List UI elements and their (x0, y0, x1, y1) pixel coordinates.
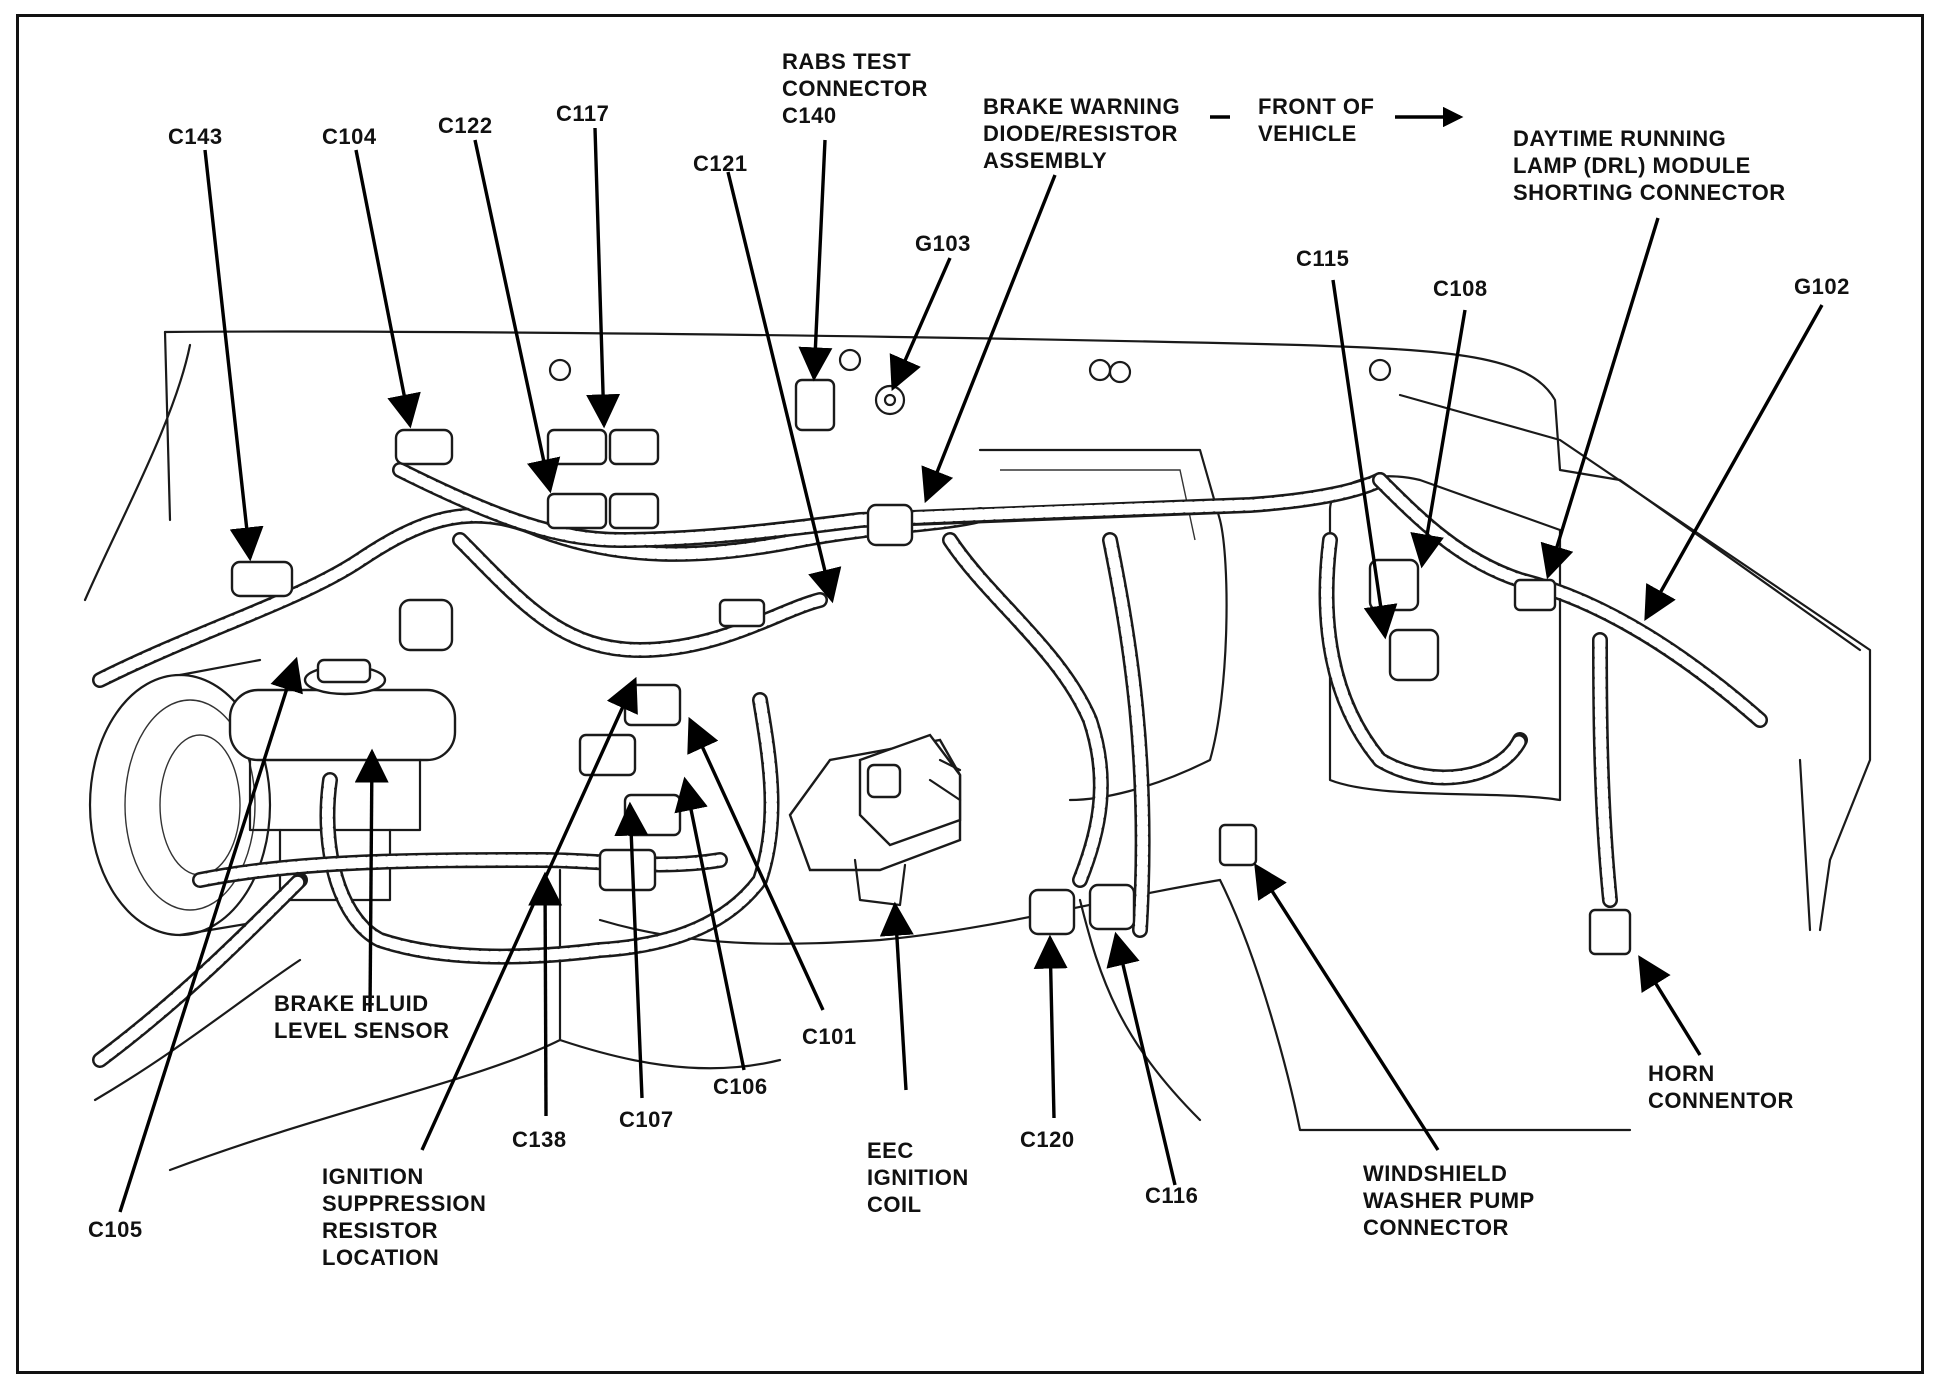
label-c105: C105 (88, 1217, 143, 1242)
callout-pointers (118, 106, 1824, 1213)
label-c121: C121 (693, 151, 748, 176)
label-front-of-vehicle: FRONT OF VEHICLE (1258, 94, 1375, 146)
label-rabs-test-connector: RABS TEST CONNECTOR C140 (782, 49, 928, 128)
label-c104: C104 (322, 124, 377, 149)
label-c116: C116 (1145, 1183, 1199, 1208)
label-c101: C101 (802, 1024, 857, 1049)
label-c143: C143 (168, 124, 223, 149)
label-windshield-washer-pump-connector: WINDSHIELD WASHER PUMP CONNECTOR (1363, 1161, 1535, 1240)
label-brake-fluid-level-sensor: BRAKE FLUID LEVEL SENSOR (274, 991, 450, 1043)
label-c138: C138 (512, 1127, 567, 1152)
label-eec-ignition-coil: EEC IGNITION COIL (867, 1138, 969, 1217)
label-c106: C106 (713, 1074, 768, 1099)
label-g102: G102 (1794, 274, 1850, 299)
eec-ignition-coil-shape (788, 733, 962, 907)
label-c120: C120 (1020, 1127, 1075, 1152)
label-c108: C108 (1433, 276, 1488, 301)
label-g103: G103 (915, 231, 971, 256)
label-drl-module-connector: DAYTIME RUNNING LAMP (DRL) MODULE SHORTI… (1513, 126, 1786, 205)
label-horn-connector: HORN CONNENTOR (1648, 1061, 1794, 1113)
label-c117: C117 (556, 101, 610, 126)
label-c107: C107 (619, 1107, 674, 1132)
label-ignition-suppression-resistor: IGNITION SUPPRESSION RESISTOR LOCATION (322, 1164, 487, 1270)
label-brake-warning-assembly: BRAKE WARNING DIODE/RESISTOR ASSEMBLY (983, 94, 1181, 173)
connector-blocks (230, 378, 1632, 956)
label-c115: C115 (1296, 246, 1350, 271)
master-cylinder (228, 658, 457, 902)
label-c122: C122 (438, 113, 493, 138)
